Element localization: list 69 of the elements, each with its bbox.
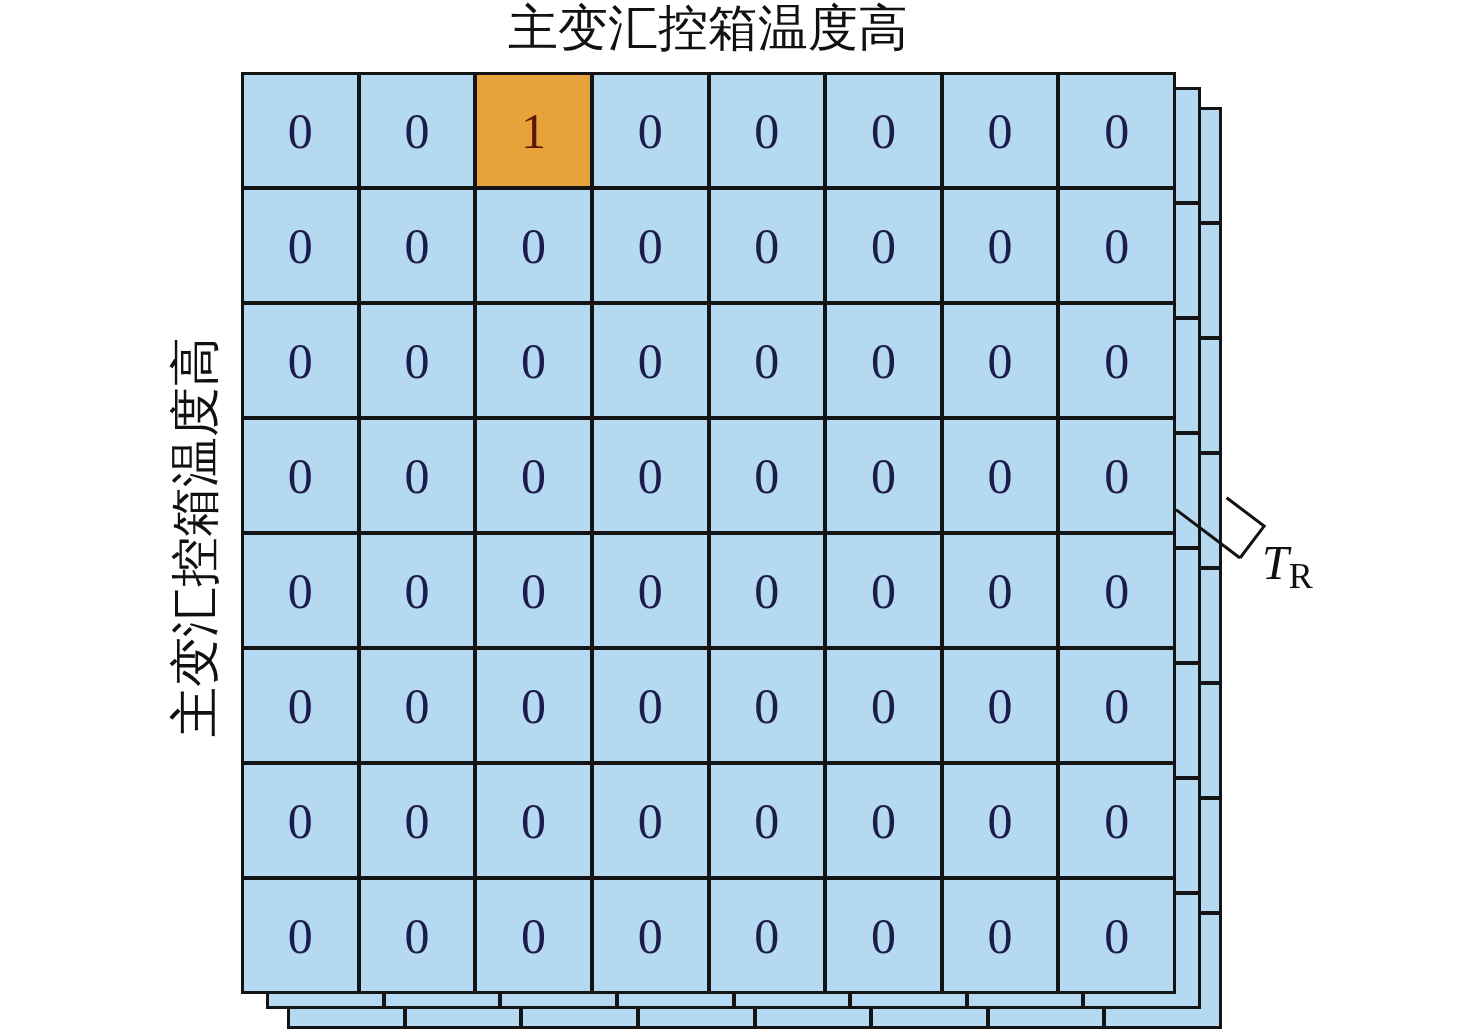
matrix-cell: 0 — [710, 305, 824, 416]
matrix-cell: 0 — [710, 190, 824, 301]
matrix-cell: 0 — [244, 305, 357, 416]
matrix-cell: 0 — [1060, 305, 1173, 416]
matrix-cell: 0 — [477, 535, 590, 646]
matrix-cell: 0 — [593, 535, 707, 646]
matrix-cell: 0 — [477, 420, 590, 531]
matrix-cell: 0 — [360, 420, 474, 531]
matrix-cell: 0 — [943, 535, 1057, 646]
matrix-cell: 0 — [244, 535, 357, 646]
matrix-cell: 0 — [710, 535, 824, 646]
matrix-cell: 0 — [710, 420, 824, 531]
matrix-cell: 0 — [244, 190, 357, 301]
matrix-cell: 0 — [827, 650, 940, 761]
matrix-cell: 0 — [1060, 765, 1173, 876]
matrix-cell: 0 — [593, 75, 707, 186]
matrix-cell: 0 — [477, 650, 590, 761]
matrix-cell: 0 — [827, 75, 940, 186]
matrix-cell: 0 — [360, 75, 474, 186]
matrix-cell: 0 — [827, 535, 940, 646]
matrix-cell: 0 — [593, 305, 707, 416]
matrix-cell: 0 — [360, 305, 474, 416]
matrix-cell: 0 — [827, 190, 940, 301]
matrix-cell: 0 — [477, 305, 590, 416]
diagram-title: 主变汇控箱温度高 — [508, 3, 908, 53]
leader-line — [1175, 496, 1266, 560]
matrix-cell: 0 — [593, 190, 707, 301]
matrix-cell: 0 — [477, 765, 590, 876]
matrix-cell: 0 — [1060, 75, 1173, 186]
matrix-cell: 0 — [360, 880, 474, 991]
matrix-cell: 0 — [593, 420, 707, 531]
matrix-cell: 0 — [710, 75, 824, 186]
matrix-cell: 0 — [593, 765, 707, 876]
matrix-cell: 0 — [360, 650, 474, 761]
symbol-label: T$_{R}$ — [1240, 539, 1313, 587]
matrix-cell: 0 — [244, 420, 357, 531]
matrix-cell: 0 — [244, 650, 357, 761]
matrix-cell: 0 — [827, 765, 940, 876]
matrix-cell: 0 — [943, 650, 1057, 761]
matrix-cell: 0 — [1060, 535, 1173, 646]
matrix-cell: 0 — [1060, 420, 1173, 531]
matrix-cell: 0 — [360, 765, 474, 876]
grid-layer — [241, 72, 1176, 994]
matrix-cell: 0 — [943, 765, 1057, 876]
matrix-cell: 0 — [710, 880, 824, 991]
matrix-cell: 0 — [593, 650, 707, 761]
matrix-cell: 0 — [360, 190, 474, 301]
matrix-cell: 0 — [827, 305, 940, 416]
matrix-cell: 0 — [943, 190, 1057, 301]
matrix-cell: 0 — [1060, 190, 1173, 301]
matrix-cell: 0 — [827, 880, 940, 991]
matrix-cell: 0 — [1060, 650, 1173, 761]
matrix-cell: 0 — [943, 420, 1057, 531]
matrix-cell: 0 — [477, 190, 590, 301]
axis-label: 主变汇控箱温度高 — [170, 337, 220, 737]
matrix-cell: 0 — [710, 765, 824, 876]
matrix-cell: 0 — [943, 880, 1057, 991]
matrix-cell: 0 — [943, 305, 1057, 416]
matrix-cell: 0 — [244, 75, 357, 186]
matrix-cell: 0 — [477, 880, 590, 991]
matrix-cell: 0 — [710, 650, 824, 761]
matrix-cell: 0 — [827, 420, 940, 531]
matrix-cell: 0 — [360, 535, 474, 646]
matrix-cell: 0 — [1060, 880, 1173, 991]
matrix-cell: 0 — [244, 765, 357, 876]
matrix-cell: 0 — [593, 880, 707, 991]
highlighted-cell: 1 — [477, 75, 590, 186]
matrix-cell: 0 — [943, 75, 1057, 186]
matrix-cell: 0 — [244, 880, 357, 991]
